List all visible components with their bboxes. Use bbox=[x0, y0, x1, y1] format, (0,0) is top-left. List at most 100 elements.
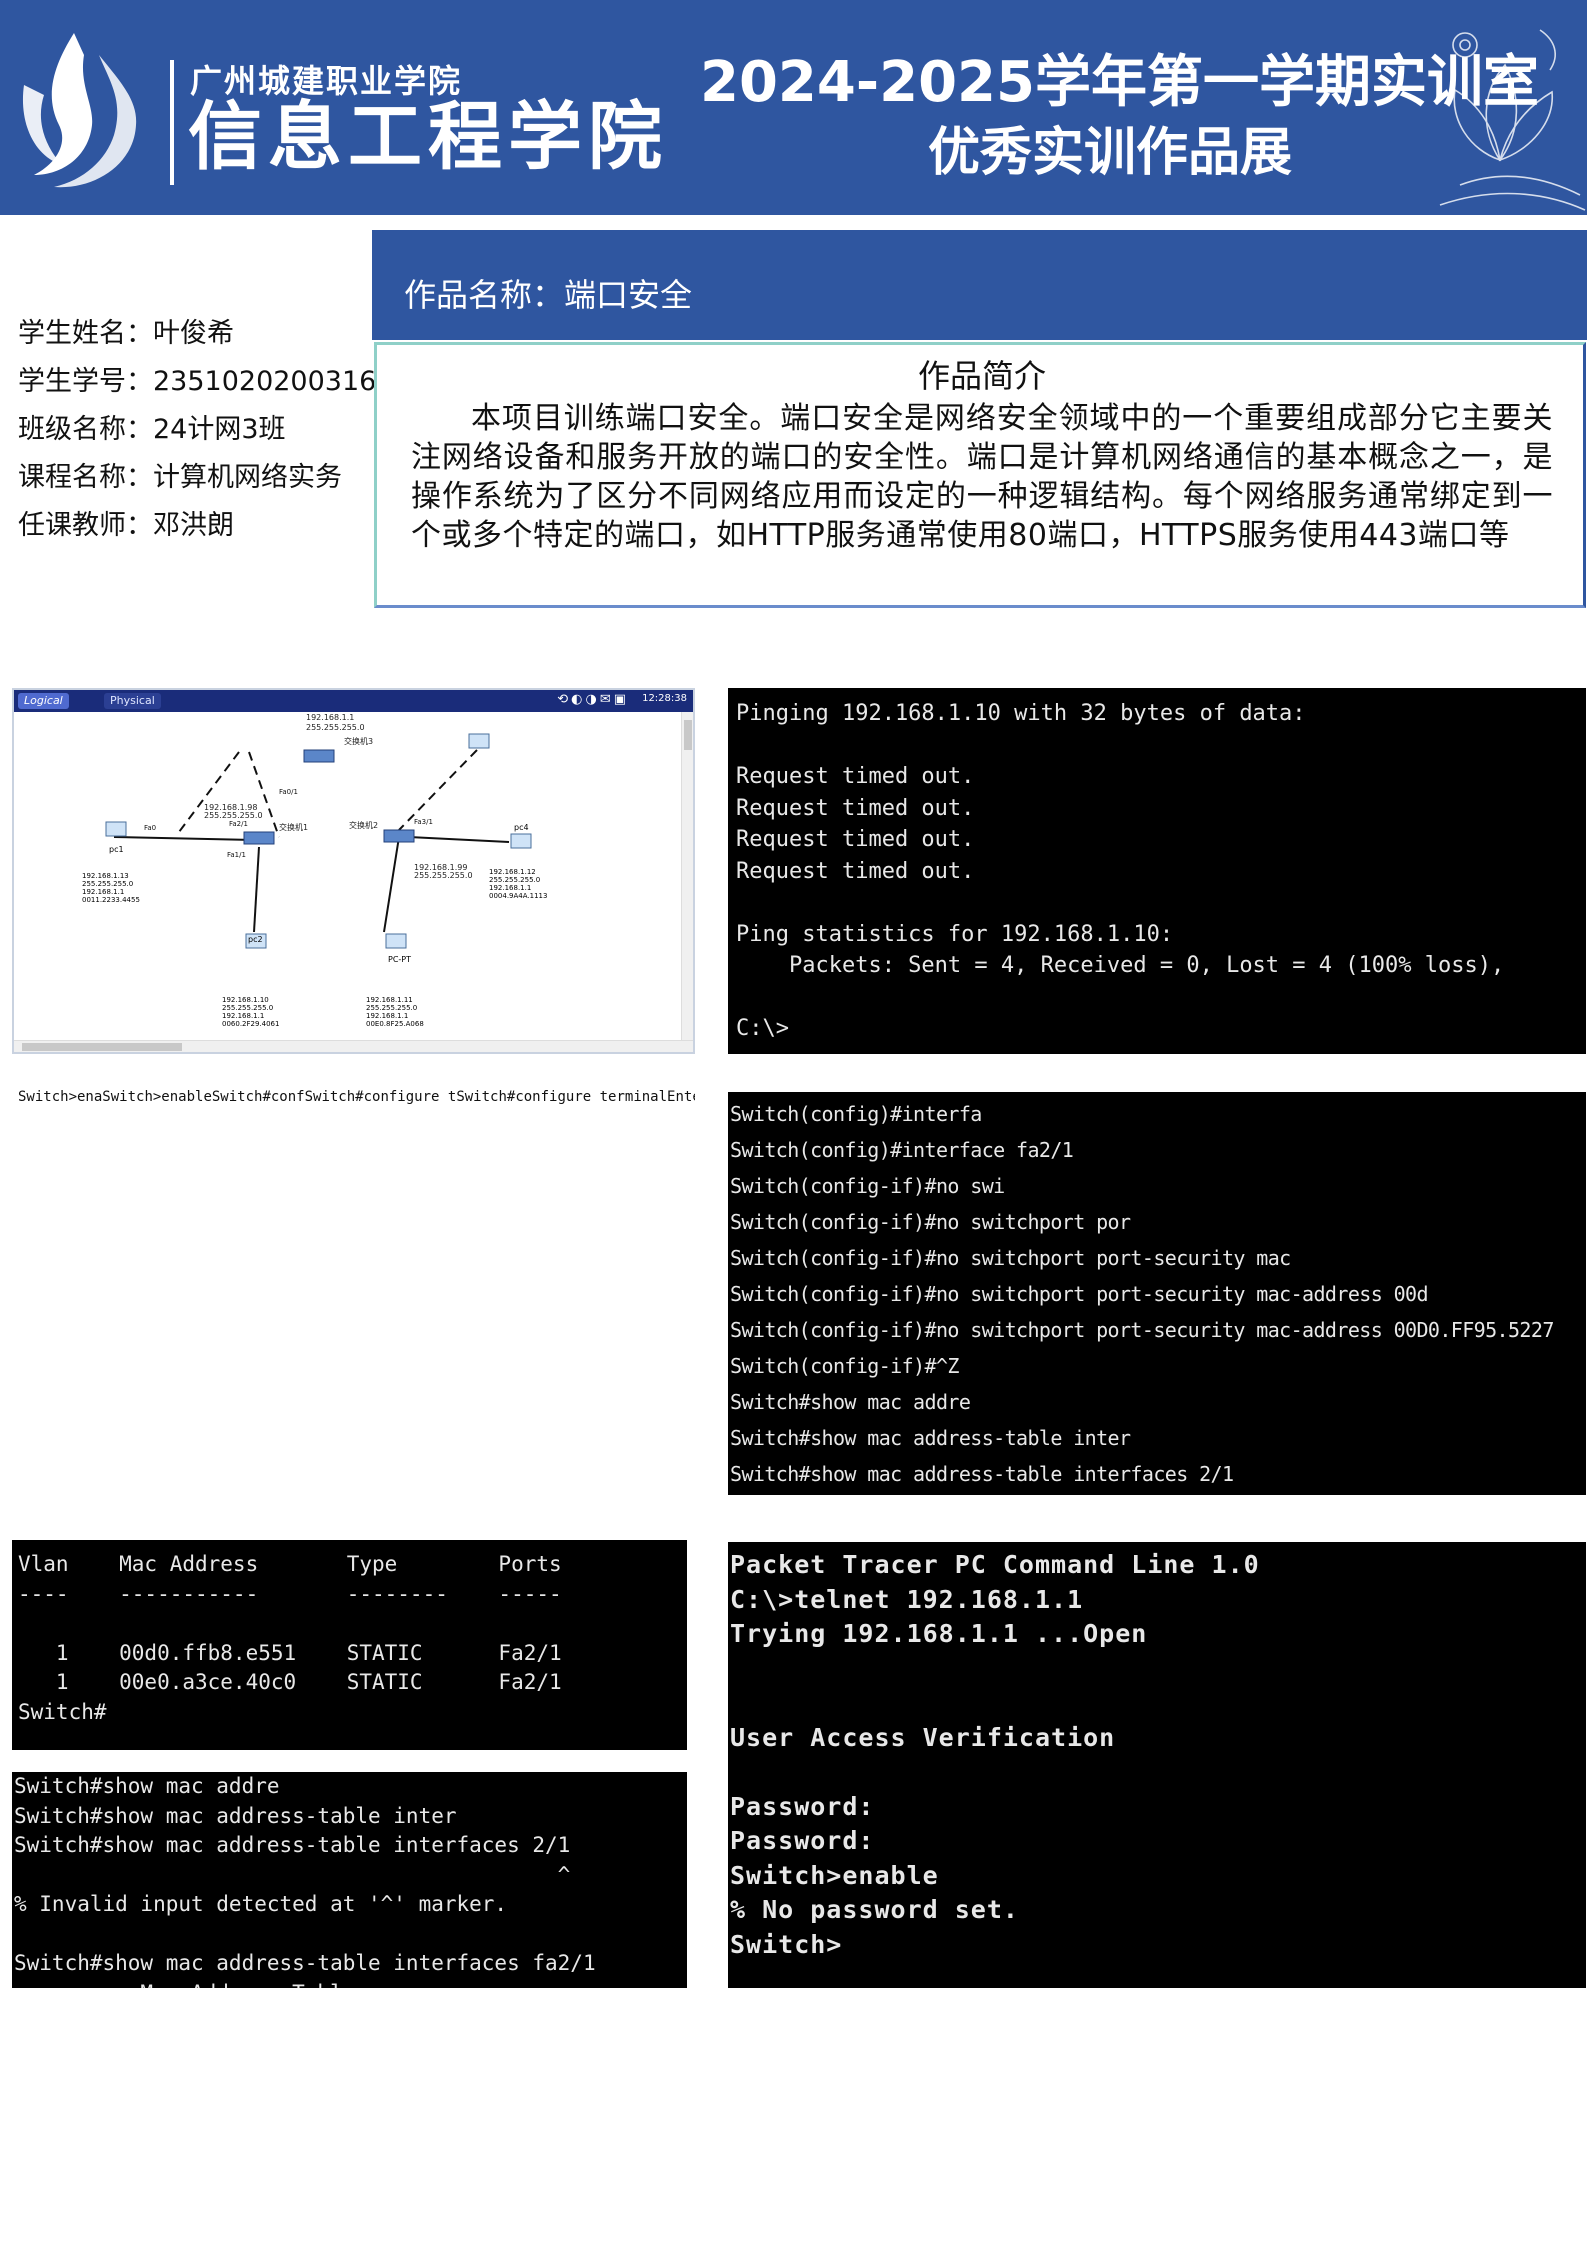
switch-2[interactable]: 交换机2 192.168.1.99 255.255.255.0 bbox=[349, 820, 473, 880]
pc1-name: pc1 bbox=[109, 845, 124, 854]
port-label-fa1-1: Fa1/1 bbox=[227, 851, 246, 859]
link-pc1-sw1 bbox=[113, 836, 255, 841]
tab-logical[interactable]: Logical bbox=[18, 693, 69, 709]
mac-table-terminal: Vlan Mac Address Type Ports---- --------… bbox=[12, 1540, 687, 1750]
terminal-line: Request timed out. bbox=[736, 858, 975, 884]
link-sw2-pc3 bbox=[383, 836, 400, 933]
terminal-line: Switch#show mac address-table inter bbox=[14, 1803, 457, 1828]
terminal-line: Switch#show mac addre bbox=[730, 1390, 971, 1414]
pc3-name: PC-PT bbox=[388, 955, 411, 964]
link-sw2-pc4 bbox=[408, 836, 510, 843]
pc3-gw: 192.168.1.1 bbox=[366, 1012, 408, 1020]
switch2-ip: 192.168.1.99 bbox=[414, 863, 467, 872]
teacher-value: 邓洪朗 bbox=[153, 510, 234, 541]
class-name-value: 24计网3班 bbox=[153, 414, 286, 445]
student-id-row: 学生学号：2351020200316 bbox=[18, 358, 376, 406]
college-name: 信息工程学院 bbox=[188, 94, 668, 180]
port-labels: Fa0 Fa2/1 Fa1/1 Fa0/1 Fa3/1 bbox=[144, 788, 433, 859]
pc-node-pc1[interactable]: pc1 192.168.1.13 255.255.255.0 192.168.1… bbox=[82, 821, 140, 904]
terminal-line: Switch(config-if)#^Z bbox=[730, 1354, 959, 1378]
pc2-ip: 192.168.1.10 bbox=[222, 996, 269, 1004]
pc3-ip: 192.168.1.11 bbox=[366, 996, 413, 1004]
terminal-line bbox=[736, 887, 1586, 919]
topology-vertical-scrollbar[interactable] bbox=[681, 712, 693, 1042]
terminal-line: Trying 192.168.1.1 ...Open bbox=[730, 1619, 1148, 1648]
topology-links bbox=[178, 749, 478, 838]
terminal-line: C:\>telnet 192.168.1.1 bbox=[730, 1584, 1084, 1614]
terminal-line bbox=[736, 730, 1586, 762]
switch3-ip: 192.168.1.1 bbox=[306, 713, 354, 722]
topology-horizontal-scrollbar[interactable] bbox=[14, 1040, 693, 1052]
ping-terminal: Pinging 192.168.1.10 with 32 bytes of da… bbox=[728, 688, 1586, 1054]
pc1-mask: 255.255.255.0 bbox=[82, 880, 133, 888]
switch2-mask: 255.255.255.0 bbox=[414, 871, 473, 880]
pc-node-pc3[interactable]: PC-PT 192.168.1.11 255.255.255.0 192.168… bbox=[366, 933, 424, 1028]
topology-canvas: 192.168.1.1 255.255.255.0 交换机3 192.168.1… bbox=[82, 713, 547, 1028]
terminal-line bbox=[736, 982, 1586, 1014]
terminal-line: Switch#show mac address-table interfaces… bbox=[14, 1833, 571, 1857]
terminal-line: Switch(config-if)#no switchport port-sec… bbox=[730, 1282, 1429, 1306]
logo-divider bbox=[170, 60, 174, 185]
port-label-fa3-1: Fa3/1 bbox=[414, 818, 433, 826]
lotus-decoration-icon bbox=[1439, 29, 1586, 211]
terminal-line bbox=[14, 1920, 687, 1950]
intro-box: 作品简介 本项目训练端口安全。端口安全是网络安全领域中的一个重要组成部分它主要关… bbox=[374, 342, 1586, 608]
terminal-line: Switch>enable bbox=[730, 1860, 939, 1890]
exhibition-title-line1: 2024-2025学年第一学期实训室 bbox=[700, 50, 1539, 115]
terminal-line: ---- ----------- -------- ----- bbox=[18, 1581, 562, 1606]
switch2-name: 交换机2 bbox=[349, 820, 378, 830]
pc1-gw: 192.168.1.1 bbox=[82, 888, 124, 896]
topology-screenshot: Logical Physical ⟲◐◑✉▣ 12:28:38 192.168.… bbox=[12, 688, 695, 1054]
student-info: 学生姓名：叶俊希 学生学号：2351020200316 班级名称：24计网3班 … bbox=[18, 310, 376, 550]
pc3-mac: 00E0.8F25.A068 bbox=[366, 1020, 424, 1028]
pc-node-top[interactable] bbox=[468, 733, 490, 749]
pc1-ip: 192.168.1.13 bbox=[82, 872, 129, 880]
teacher-label: 任课教师： bbox=[18, 510, 153, 541]
pc4-name: pc4 bbox=[514, 823, 529, 832]
terminal-line: C:\> bbox=[736, 1016, 789, 1041]
student-name-row: 学生姓名：叶俊希 bbox=[18, 310, 376, 358]
terminal-line: Switch# bbox=[18, 1699, 107, 1724]
port-label-fa2-1: Fa2/1 bbox=[229, 820, 248, 828]
college-logo-icon bbox=[22, 33, 137, 188]
link-sw3-sw2 bbox=[248, 751, 280, 838]
switch3-name: 交换机3 bbox=[344, 736, 373, 746]
terminal-line: User Access Verification bbox=[730, 1722, 1116, 1752]
course-name-value: 计算机网络实务 bbox=[153, 462, 342, 493]
pc2-mac: 0060.2F29.4061 bbox=[222, 1020, 279, 1028]
student-name-label: 学生姓名： bbox=[18, 318, 153, 349]
course-name-label: 课程名称： bbox=[18, 462, 153, 493]
switch-3[interactable]: 192.168.1.1 255.255.255.0 交换机3 bbox=[303, 713, 373, 763]
pc2-mask: 255.255.255.0 bbox=[222, 1004, 273, 1012]
tab-physical[interactable]: Physical bbox=[104, 693, 161, 709]
switch1-name: 交换机1 bbox=[279, 822, 308, 832]
exhibition-title-line2: 优秀实训作品展 bbox=[927, 123, 1292, 183]
school-name: 广州城建职业学院 bbox=[190, 62, 463, 100]
port-label-fa0-1: Fa0/1 bbox=[279, 788, 298, 796]
pc-node-pc4[interactable]: pc4 192.168.1.12 255.255.255.0 192.168.1… bbox=[489, 823, 547, 900]
topology-clock: 12:28:38 bbox=[642, 693, 687, 704]
intro-title: 作品简介 bbox=[917, 357, 1046, 395]
pc2-gw: 192.168.1.1 bbox=[222, 1012, 264, 1020]
terminal-line: 1 00d0.ffb8.e551 STATIC Fa2/1 bbox=[18, 1640, 562, 1665]
switch-1[interactable]: 192.168.1.98 255.255.255.0 交换机1 bbox=[204, 803, 308, 845]
terminal-line: Password: bbox=[730, 1791, 875, 1821]
terminal-line bbox=[730, 1755, 1586, 1790]
terminal-line bbox=[730, 1652, 1586, 1687]
terminal-line: Request timed out. bbox=[736, 827, 975, 852]
terminal-line: Switch#conf bbox=[211, 1089, 305, 1105]
terminal-line: Request timed out. bbox=[736, 764, 975, 789]
student-id-value: 2351020200316 bbox=[153, 366, 377, 397]
intro-body: 本项目训练端口安全。端口安全是网络安全领域中的一个重要组成部分它主要关注网络设备… bbox=[411, 401, 1553, 553]
terminal-line: Request timed out. bbox=[736, 795, 975, 821]
terminal-line: Switch(config-if)#no swi bbox=[730, 1174, 1005, 1198]
terminal-line: Switch(config-if)#no switchport port-sec… bbox=[730, 1318, 1554, 1342]
pc-node-pc2[interactable]: pc2 192.168.1.10 255.255.255.0 192.168.1… bbox=[222, 933, 279, 1028]
switch1-mask: 255.255.255.0 bbox=[204, 811, 263, 820]
pc3-mask: 255.255.255.0 bbox=[366, 1004, 417, 1012]
class-name-label: 班级名称： bbox=[18, 414, 153, 445]
terminal-line: Password: bbox=[730, 1826, 875, 1855]
terminal-line: ^ bbox=[14, 1862, 571, 1887]
